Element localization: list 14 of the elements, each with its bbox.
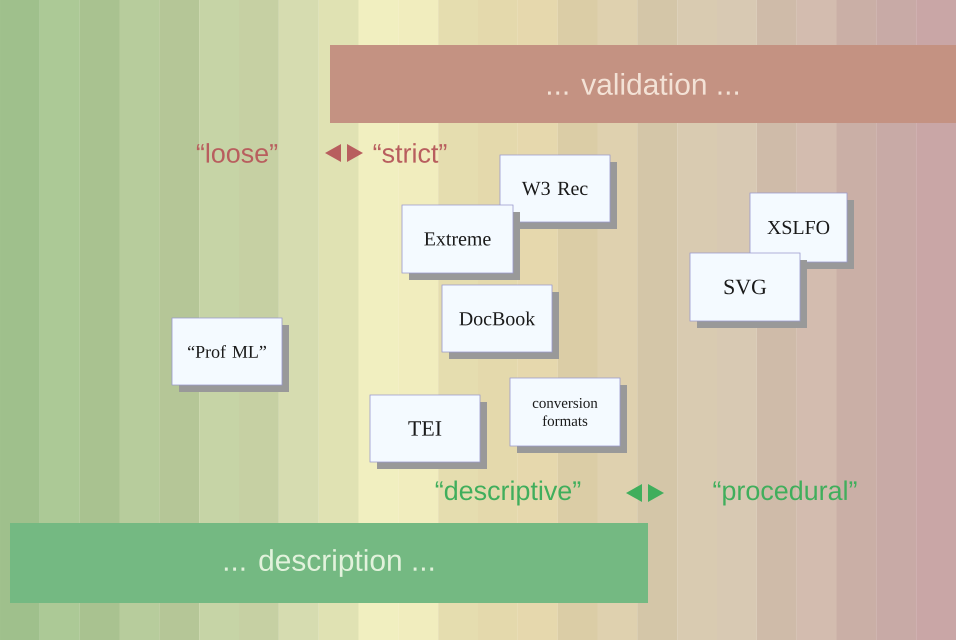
band: ... description ...	[10, 523, 648, 603]
card: SVG	[690, 252, 807, 328]
card: W3 Rec	[500, 154, 617, 229]
card: DocBook	[442, 284, 559, 359]
scale-label: “strict”	[374, 143, 446, 163]
card: “Prof ML”	[172, 318, 289, 392]
card: TEI	[370, 394, 487, 469]
card: XSLFO	[750, 192, 854, 269]
scale-label: “loose”	[196, 143, 278, 163]
band: ... validation ...	[330, 45, 956, 123]
card: Extreme	[402, 204, 520, 280]
scale-label: “procedural”	[713, 480, 856, 506]
scale-label: “descriptive”	[436, 480, 580, 506]
card: conversion formats	[510, 378, 627, 453]
